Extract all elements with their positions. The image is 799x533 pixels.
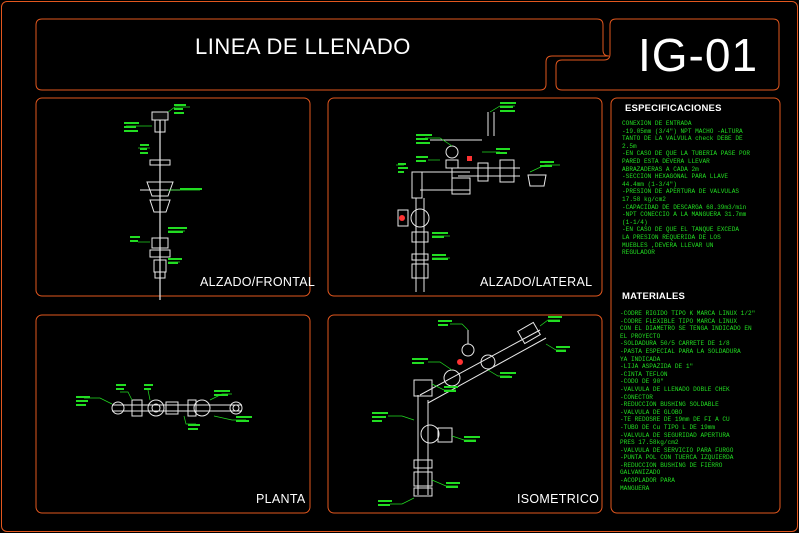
side-callouts <box>396 105 560 259</box>
material-line: -TE REDOSRE DE 19mm DE FI A CU <box>620 416 730 424</box>
spec-line: -CAPACIDAD DE DESCARGA 68.39m3/min <box>622 203 747 211</box>
iso-callouts <box>388 319 566 505</box>
spec-line: -SECCION HEXAGONAL PARA LLAVE <box>622 173 729 181</box>
front-elevation-drawing <box>140 111 180 300</box>
iso-note-marks <box>372 316 570 506</box>
material-line: -VALVULA DE GLOBO <box>620 408 683 416</box>
panel-label-plan: PLANTA <box>256 492 306 506</box>
title-frame <box>35 18 610 91</box>
material-line: -ACOPLADOR PARA <box>620 477 675 485</box>
side-note-marks <box>398 102 554 260</box>
panel-side-frame <box>327 97 603 297</box>
material-line: YA INDICADA <box>620 355 661 363</box>
material-line: -REDUCCION BUSHING DE FIERRO <box>620 461 723 469</box>
material-line: -CONECTOR <box>620 393 653 401</box>
side-accents <box>399 156 472 221</box>
material-line: -CODO DE 90" <box>620 378 664 386</box>
material-line: -CINTA TEFLON <box>620 370 668 378</box>
spec-line: CONEXION DE ENTRADA <box>622 120 692 127</box>
specs-frame <box>610 97 781 514</box>
material-line: -VALVULA DE SERVICIO PARA FURGO <box>620 446 734 454</box>
panel-iso-frame <box>327 314 603 514</box>
spec-line: MUEBLES ,DEVERA LLEVAR UN <box>622 241 714 249</box>
panel-label-iso: ISOMETRICO <box>517 492 600 506</box>
material-line: PRES 17.58kg/cm2 <box>620 439 679 447</box>
spec-line: LA PRESION REQUERIDA DE LOS <box>622 233 721 241</box>
sheet-code: IG-01 <box>638 29 759 81</box>
spec-line: 2.5m <box>622 142 637 150</box>
spec-line: ABRAZADERAS A CADA 2m <box>622 165 699 173</box>
materials-list: -CODRE RIGIDO TIPO K MARCA LINUX 1/2"-CO… <box>620 310 776 492</box>
panel-label-front: ALZADO/FRONTAL <box>200 275 316 289</box>
iso-accents <box>457 359 463 365</box>
spec-line: PARED ESTA DEVERA LLEVAR <box>622 157 710 165</box>
material-line: -SOLDADURA 50/5 CARRETE DE 1/8 <box>620 340 730 348</box>
spec-line: -PRESION DE APERTURA DE VALVULAS <box>622 188 740 196</box>
front-note-marks <box>124 104 202 264</box>
material-line: -TUBO DE Cu TIPO L DE 19mm <box>620 423 716 431</box>
isometric-drawing <box>413 321 547 497</box>
spec-line: 17.58 kg/cm2 <box>622 195 666 203</box>
material-line: MANGUERA <box>620 484 650 492</box>
material-line: -VALVULA DE SEGURIDAD APERTURA <box>620 431 730 439</box>
material-line: EL PROYECTO <box>620 332 661 340</box>
spec-line: -EN CASO DE QUE LA TUBERIA PASE POR <box>622 150 750 158</box>
sheet-title: LINEA DE LLENADO <box>195 34 411 59</box>
side-elevation-drawing <box>397 112 547 292</box>
panel-plan-frame <box>35 314 311 514</box>
material-line: -REDUCCION BUSHING SOLDABLE <box>620 401 719 409</box>
material-line: CON EL DIAMETRO SE TENGA INDICADO EN <box>620 325 752 333</box>
material-line: -LIJA ASPAZIDA DE 1" <box>620 363 694 371</box>
panel-label-side: ALZADO/LATERAL <box>480 275 593 289</box>
material-line: -PUNTA POL CON TUERCA IZQUIERDA <box>620 454 734 462</box>
panel-front-frame <box>35 97 311 297</box>
material-line: -CODRE FLEXIBLE TIPO MARCA LINUX <box>620 317 738 325</box>
code-frame <box>555 18 780 91</box>
spec-line: -NPT CONECCIO A LA MANGUERA 31.7mm <box>622 211 747 219</box>
material-line: GALVANIZADO <box>620 469 661 477</box>
plan-drawing <box>111 399 243 417</box>
spec-line: -EN CASO DE QUE EL TANQUE EXCEDA <box>622 226 740 234</box>
spec-line: -19.05mm (3/4") NPT MACHO -ALTURA <box>622 127 743 135</box>
plan-note-marks <box>76 384 252 430</box>
material-line: -CODRE RIGIDO TIPO K MARCA LINUX 1/2" <box>620 310 756 317</box>
material-line: -VALVULA DE LLENADO DOBLE CHEK <box>620 385 730 393</box>
material-line: -PASTA ESPECIAL PARA LA SOLDADURA <box>620 347 741 355</box>
spec-line: TANTO DE LA VALVULA check DEBE DE <box>622 135 743 143</box>
spec-line: (1-1/4) <box>622 218 648 226</box>
spec-line: 44.4mm (1-3/4") <box>622 180 677 188</box>
spec-line: REGULADOR <box>622 249 655 257</box>
specs-list: CONEXION DE ENTRADA-19.05mm (3/4") NPT M… <box>622 120 774 257</box>
materials-heading: MATERIALES <box>622 291 686 302</box>
specs-heading: ESPECIFICACIONES <box>625 103 722 114</box>
